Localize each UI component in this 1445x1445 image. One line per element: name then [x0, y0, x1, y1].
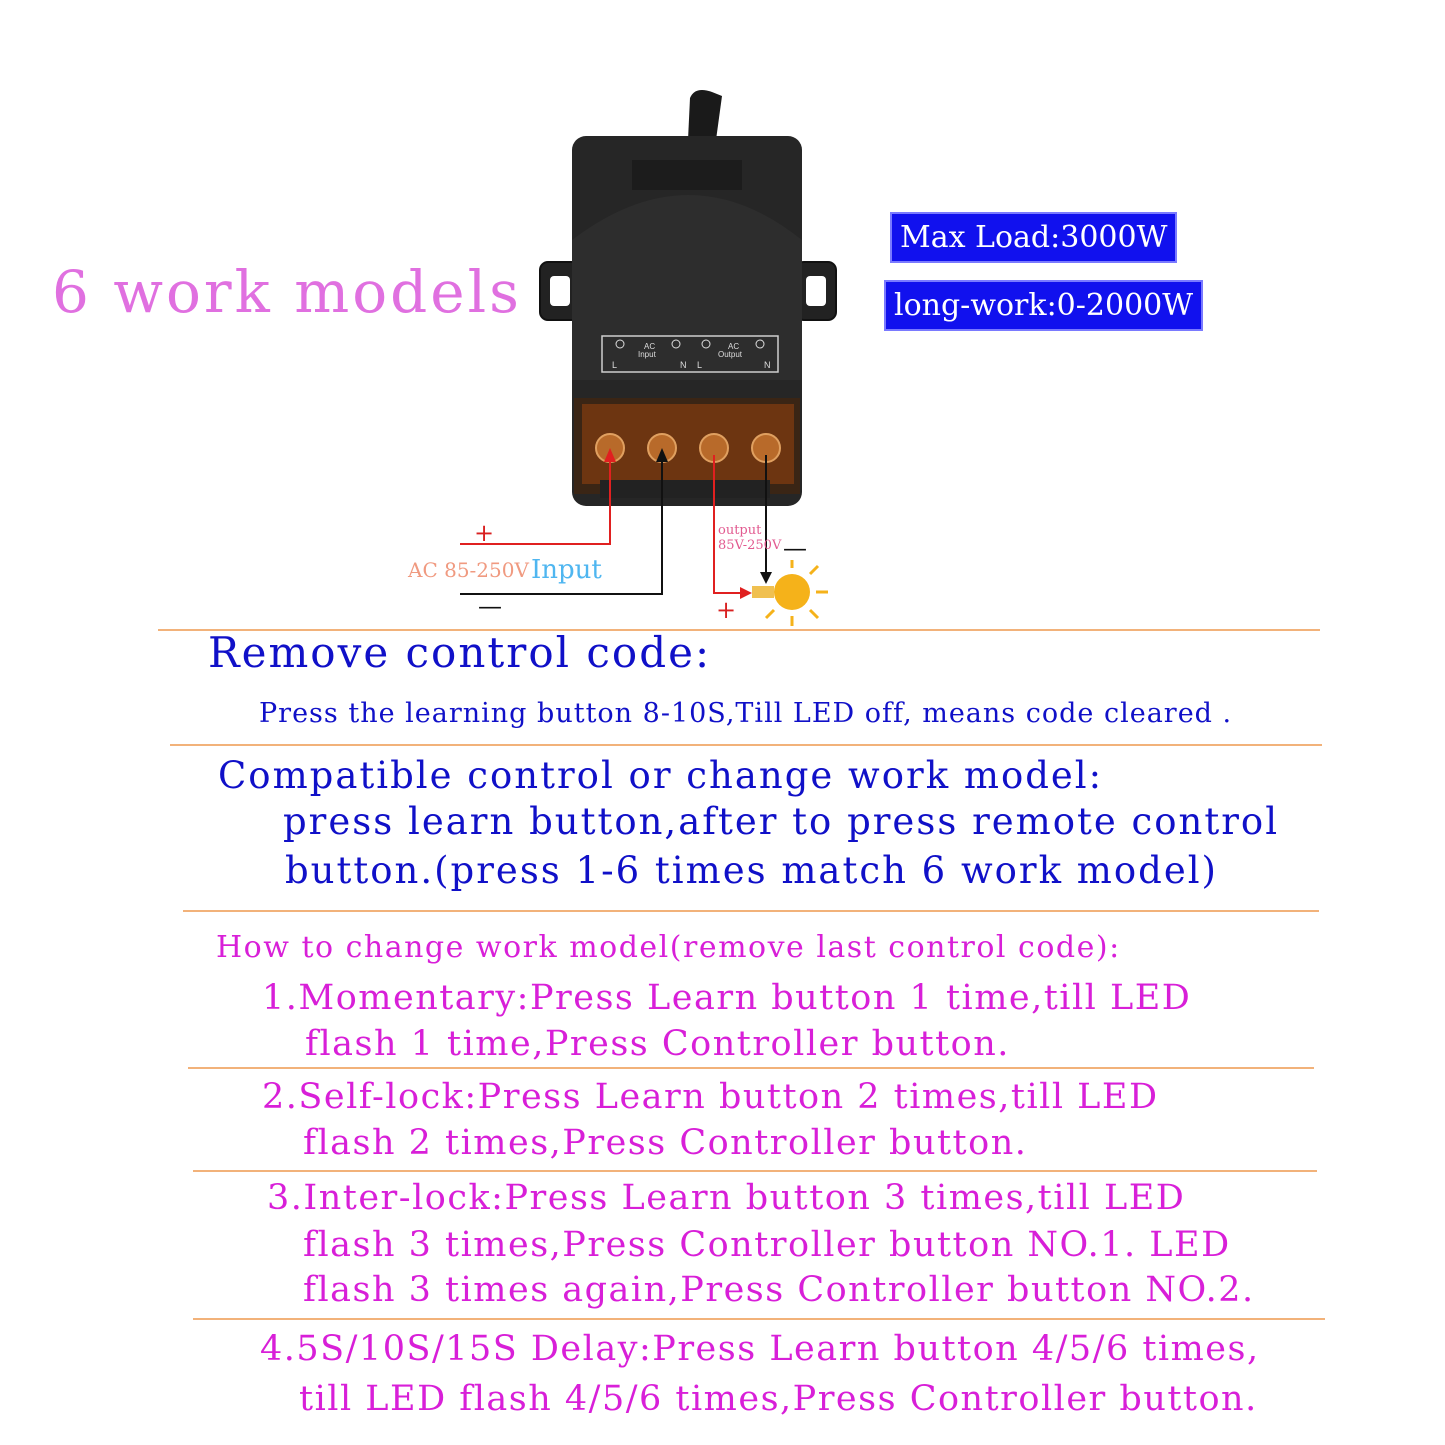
- step-2-line2: flash 2 times,Press Controller button.: [303, 1123, 1028, 1163]
- step-4-line1: 4.5S/10S/15S Delay:Press Learn button 4/…: [260, 1329, 1260, 1369]
- howto-heading: How to change work model(remove last con…: [216, 930, 1121, 965]
- step-1-line2: flash 1 time,Press Controller button.: [305, 1024, 1010, 1064]
- input-minus-sign: —: [478, 592, 502, 620]
- divider: [158, 629, 1320, 631]
- step-1-line1: 1.Momentary:Press Learn button 1 time,ti…: [262, 978, 1192, 1018]
- svg-text:N: N: [764, 360, 771, 370]
- page-title: 6 work models: [52, 258, 522, 326]
- remove-heading: Remove control code:: [208, 628, 712, 677]
- svg-text:L: L: [612, 360, 617, 370]
- output-minus-sign: —: [783, 534, 807, 562]
- step-3-line2: flash 3 times,Press Controller button NO…: [303, 1225, 1231, 1265]
- output-text: output: [718, 523, 762, 538]
- relay-module-diagram: AC Input AC Output L N L N: [460, 90, 837, 626]
- output-label: output 85V-250V: [718, 523, 781, 553]
- ac-input-label: AC: [644, 342, 655, 351]
- compatible-heading: Compatible control or change work model:: [218, 754, 1104, 797]
- remove-text: Press the learning button 8-10S,Till LED…: [259, 698, 1233, 729]
- divider: [183, 910, 1319, 912]
- compatible-line1: press learn button,after to press remote…: [283, 800, 1280, 843]
- divider: [193, 1318, 1325, 1320]
- ac-output-label: AC: [728, 342, 739, 351]
- output-plus-sign: +: [716, 596, 737, 624]
- input-label: Input: [531, 555, 602, 585]
- lightbulb-icon: [752, 560, 828, 626]
- svg-text:N: N: [680, 360, 687, 370]
- divider: [170, 744, 1322, 746]
- output-voltage: 85V-250V: [718, 538, 782, 553]
- step-4-line2: till LED flash 4/5/6 times,Press Control…: [299, 1379, 1258, 1419]
- input-plus-sign: +: [474, 519, 495, 547]
- compatible-line2: button.(press 1-6 times match 6 work mod…: [285, 849, 1218, 892]
- output-live-wire: [713, 455, 746, 594]
- step-2-line1: 2.Self-lock:Press Learn button 2 times,t…: [262, 1077, 1159, 1117]
- long-work-badge: long-work:0-2000W: [884, 280, 1204, 331]
- divider: [188, 1067, 1314, 1069]
- step-3-line1: 3.Inter-lock:Press Learn button 3 times,…: [267, 1178, 1186, 1218]
- max-load-badge: Max Load:3000W: [890, 212, 1178, 263]
- svg-text:Output: Output: [718, 350, 743, 359]
- input-neutral-wire: [460, 455, 663, 595]
- svg-text:Input: Input: [638, 350, 657, 359]
- step-3-line3: flash 3 times again,Press Controller but…: [303, 1270, 1255, 1310]
- svg-text:L: L: [697, 360, 702, 370]
- divider: [193, 1170, 1317, 1172]
- antenna-icon: [688, 90, 722, 140]
- input-live-wire: [460, 455, 611, 545]
- terminal-label-strip: [601, 335, 779, 373]
- input-voltage-label: AC 85-250V: [408, 558, 529, 582]
